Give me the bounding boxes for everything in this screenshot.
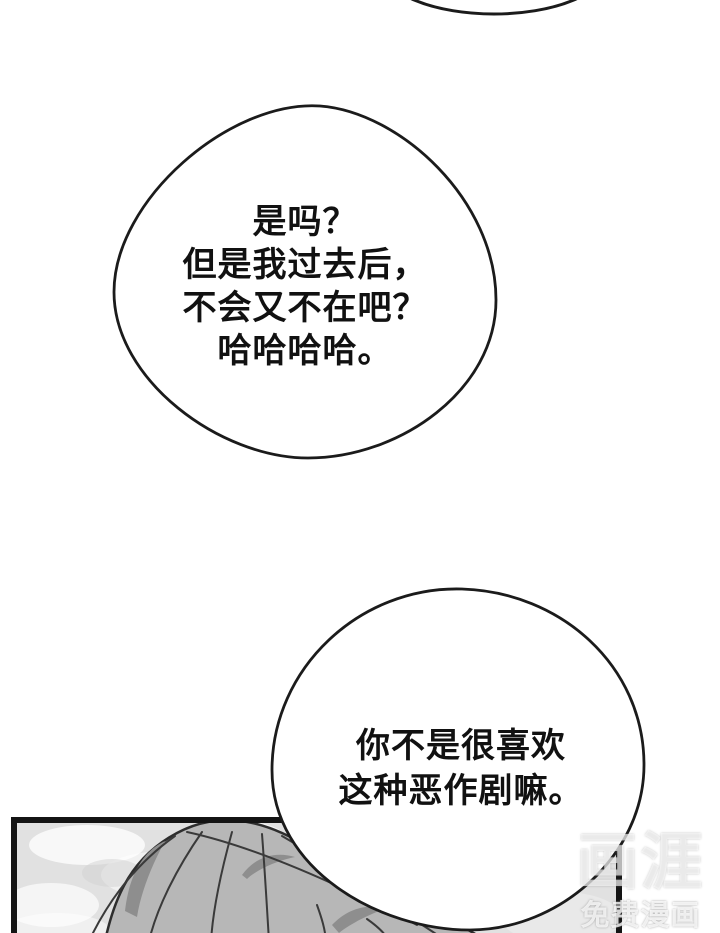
dialogue-bottom: 你不是很喜欢 这种恶作剧嘛。 bbox=[278, 724, 644, 814]
dialogue-middle: 是吗？ 但是我过去后， 不会又不在吧？ 哈哈哈哈。 bbox=[113, 201, 497, 373]
dialogue-bottom-line-1: 你不是很喜欢 bbox=[356, 727, 566, 765]
speech-bubble-middle bbox=[112, 104, 498, 460]
dialogue-bottom-line-2: 这种恶作剧嘛。 bbox=[338, 772, 584, 810]
speech-bubble-top-partial bbox=[410, 0, 578, 16]
dialogue-middle-line-4: 哈哈哈哈。 bbox=[217, 332, 393, 370]
dialogue-middle-line-2: 但是我过去后， bbox=[182, 246, 428, 284]
dialogue-middle-line-1: 是吗？ bbox=[252, 203, 358, 241]
dialogue-middle-line-3: 不会又不在吧？ bbox=[182, 289, 428, 327]
speech-bubble-bottom bbox=[270, 587, 646, 932]
